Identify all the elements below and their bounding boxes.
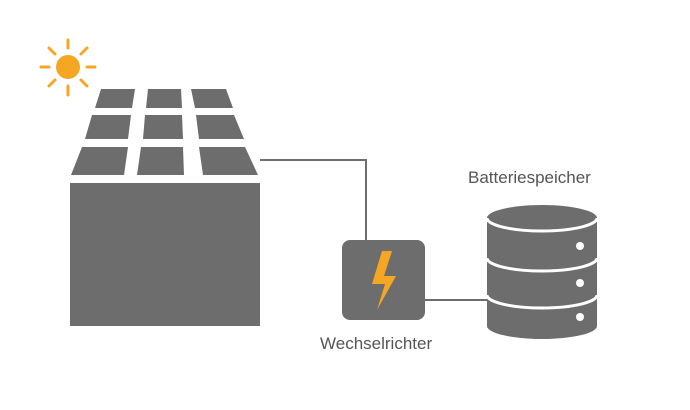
house-block — [70, 183, 260, 326]
battery-indicator-dot — [576, 242, 584, 250]
lightning-bolt-icon — [372, 251, 396, 310]
battery-indicator-dot — [576, 313, 584, 321]
solar-cell — [137, 147, 184, 175]
sun-icon — [39, 38, 97, 97]
solar-cell — [143, 115, 183, 139]
database-stack-icon — [485, 205, 599, 339]
solar-cell — [199, 147, 258, 175]
connector-panel-inverter — [260, 159, 367, 240]
solar-cell — [196, 115, 244, 139]
solar-cell — [71, 147, 128, 175]
inverter-label: Wechselrichter — [320, 334, 433, 353]
solar-cell — [95, 89, 135, 108]
solar-cell — [85, 115, 131, 139]
solar-cell — [146, 89, 182, 108]
solar-cell — [191, 89, 233, 108]
battery-storage-label: Batteriespeicher — [468, 168, 591, 187]
inverter-box — [342, 240, 425, 320]
battery-indicator-dot — [576, 279, 584, 287]
solar-panel-icon — [71, 89, 258, 175]
